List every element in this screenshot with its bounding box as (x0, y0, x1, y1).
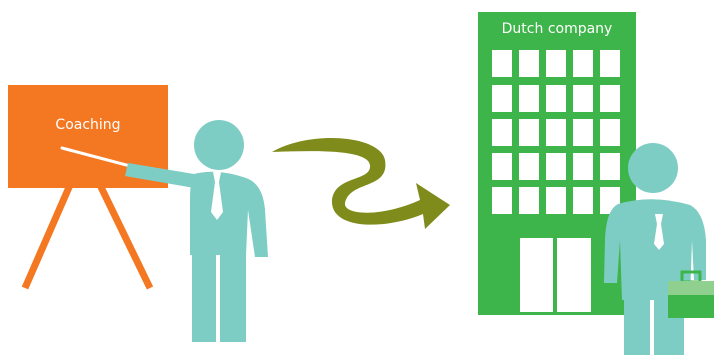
building-window (492, 153, 512, 180)
building-window (492, 85, 512, 112)
building-window (546, 50, 566, 77)
building-window (600, 85, 620, 112)
briefcase (668, 270, 714, 318)
building-window (573, 119, 593, 146)
easel-leg-left (21, 183, 74, 290)
dutch-company-building: Dutch company (478, 12, 636, 315)
pointer-stick (60, 146, 132, 168)
building-window (519, 85, 539, 112)
building-window (519, 50, 539, 77)
building-window (492, 187, 512, 214)
building-windows (492, 50, 620, 214)
employee-person (604, 143, 706, 355)
building-window (546, 187, 566, 214)
employee-tie (654, 214, 664, 250)
building-window (600, 50, 620, 77)
building-window (600, 119, 620, 146)
coach-leg-right (220, 252, 246, 342)
transfer-arrow (272, 138, 450, 229)
briefcase-body (668, 295, 714, 318)
briefcase-lid (668, 281, 714, 295)
employee-head (628, 143, 678, 193)
building-label: Dutch company (502, 21, 613, 37)
building-window (519, 187, 539, 214)
coach-head (194, 120, 244, 170)
coach-leg-left (192, 252, 216, 342)
building-window (600, 153, 620, 180)
building-window (546, 153, 566, 180)
door-right (557, 238, 591, 312)
building-window (492, 119, 512, 146)
board-label: Coaching (55, 117, 120, 133)
building-window (573, 50, 593, 77)
door-left (520, 238, 553, 312)
building-window (519, 153, 539, 180)
coach-tie (211, 172, 223, 220)
coaching-board: Coaching (8, 85, 168, 290)
easel-leg-right (96, 183, 154, 290)
building-window (573, 85, 593, 112)
coach-arm (125, 163, 206, 190)
building-window (546, 119, 566, 146)
building-window (573, 187, 593, 214)
coach-person (125, 120, 268, 342)
employee-leg-left (624, 296, 650, 355)
building-window (519, 119, 539, 146)
building-window (546, 85, 566, 112)
coach-torso (190, 171, 268, 257)
building-window (573, 153, 593, 180)
building-window (492, 50, 512, 77)
